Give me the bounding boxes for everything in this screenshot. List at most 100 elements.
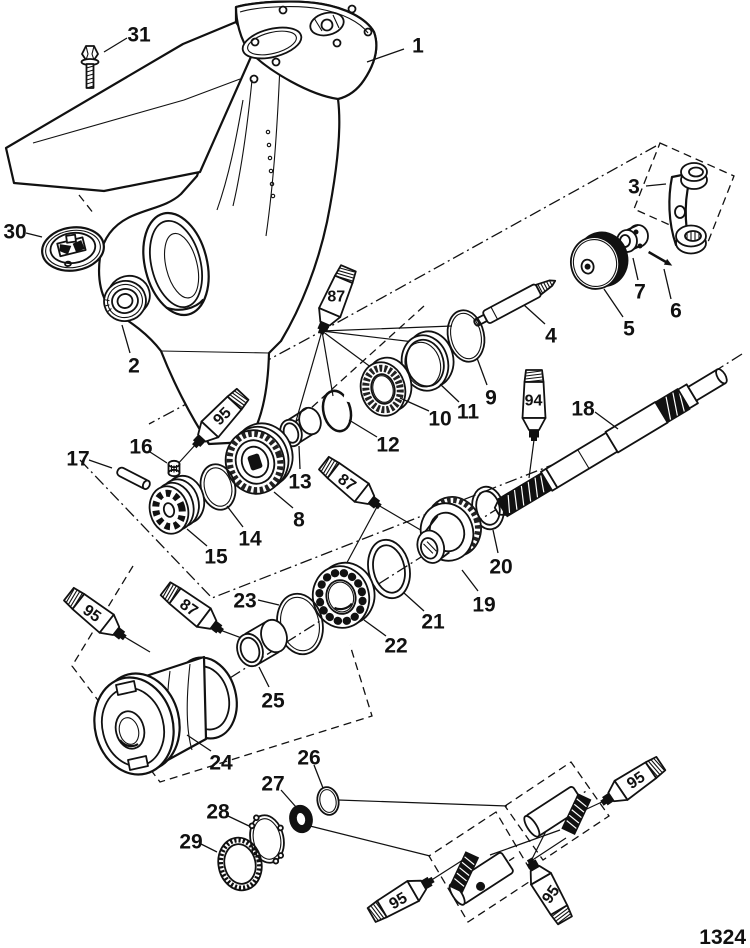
callout-7: 7 [632,257,646,303]
callout-18: 18 [571,397,619,430]
callout-27: 27 [261,772,297,808]
lube-tube-94-3: 94 [521,369,547,442]
callout-label-23: 23 [233,589,256,612]
callout-label-16: 16 [129,435,152,458]
anti-ventilation-plate [4,20,256,193]
needle-bearing-assembly-lower [448,851,515,906]
callout-label-20: 20 [489,555,512,578]
callout-label-17: 17 [66,447,89,470]
part-29-ring-nut [217,836,263,892]
part-1-gear-housing [4,0,378,446]
callout-15: 15 [186,528,228,568]
callout-22: 22 [363,619,408,657]
callout-label-3: 3 [628,175,640,198]
callout-label-1: 1 [412,34,424,57]
lube-tube-87-4: 87 [157,578,230,642]
callout-26: 26 [297,746,324,789]
callout-3: 3 [628,175,667,198]
part-31-bolt [80,45,100,89]
callout-label-19: 19 [472,593,495,616]
callout-label-7: 7 [634,280,646,303]
lube-tube-label: 95 [386,890,410,914]
callout-label-11: 11 [457,400,480,423]
callout-label-31: 31 [127,23,151,46]
callout-label-21: 21 [421,610,445,633]
callout-12: 12 [348,419,400,456]
callout-label-4: 4 [545,324,557,347]
callout-23: 23 [233,589,280,612]
callout-label-6: 6 [670,299,682,322]
part-27-oil-seal [289,804,313,834]
part-2-seal [103,274,151,322]
callout-29: 29 [179,830,218,853]
figure-number: 1324 [699,926,746,948]
part-6-pin [647,250,673,266]
callout-label-13: 13 [288,470,311,493]
callout-16: 16 [129,435,168,464]
lube-tube-87-0: 87 [309,262,360,339]
lube-tube-95-8: 95 [364,868,440,926]
callout-label-25: 25 [261,689,285,712]
housing-deck [234,0,378,101]
callout-17: 17 [66,447,113,470]
callout-label-29: 29 [179,830,202,853]
lube-tube-95-7: 95 [518,852,576,928]
callout-label-27: 27 [261,772,284,795]
callout-21: 21 [403,592,445,633]
part-17-pin [116,466,151,490]
callout-label-28: 28 [206,800,230,823]
part-3-shift-crank [668,162,708,255]
callout-5: 5 [603,288,635,340]
callout-label-9: 9 [485,386,497,409]
part-30-anode-cover [41,226,105,272]
part-15-clutch-dog [148,474,206,535]
callout-8: 8 [273,491,305,531]
callout-label-15: 15 [204,545,228,568]
part-11-bearing-race [400,330,455,392]
callout-10: 10 [399,397,452,430]
callout-20: 20 [489,529,513,578]
part-5-cam-follower [570,231,629,290]
part-16-nut [167,459,181,478]
callout-25: 25 [258,666,285,712]
lube-pointer-lines [122,325,605,882]
callout-4: 4 [523,304,557,347]
part-19-reverse-gear [416,496,482,564]
callout-9: 9 [476,357,497,409]
housing-vent-dots [265,129,276,199]
callout-label-8: 8 [293,508,305,531]
part-21-thrust-washer [367,538,411,600]
lube-tube-label: 94 [525,393,543,410]
callout-label-24: 24 [209,751,233,774]
callout-label-12: 12 [376,433,399,456]
part-9-o-ring [446,309,486,363]
lube-tube-87-2: 87 [315,453,388,517]
callout-label-14: 14 [238,527,262,550]
lube-tube-95-6: 95 [595,753,669,814]
part-18-propeller-shaft [493,368,728,518]
callout-13: 13 [288,445,312,493]
needle-bearing-assembly-upper [523,786,592,838]
lube-tube-label: 87 [327,288,345,305]
callout-6: 6 [663,268,682,322]
callout-14: 14 [226,505,262,550]
part-22-ball-bearing [311,561,376,629]
part-8-forward-gear [224,422,294,495]
callout-30: 30 [3,220,43,243]
callout-19: 19 [461,569,496,616]
part-25-bushing [236,618,288,668]
callout-label-18: 18 [571,397,595,420]
callout-label-22: 22 [384,634,407,657]
callout-label-5: 5 [623,317,635,340]
callout-11: 11 [439,383,480,423]
lube-tube-95-5: 95 [60,584,133,648]
part-24-bearing-carrier [93,655,238,776]
callout-2: 2 [121,324,140,377]
callout-28: 28 [206,800,250,827]
part-4-shift-cam-rod [473,279,557,327]
callout-31: 31 [103,23,151,53]
